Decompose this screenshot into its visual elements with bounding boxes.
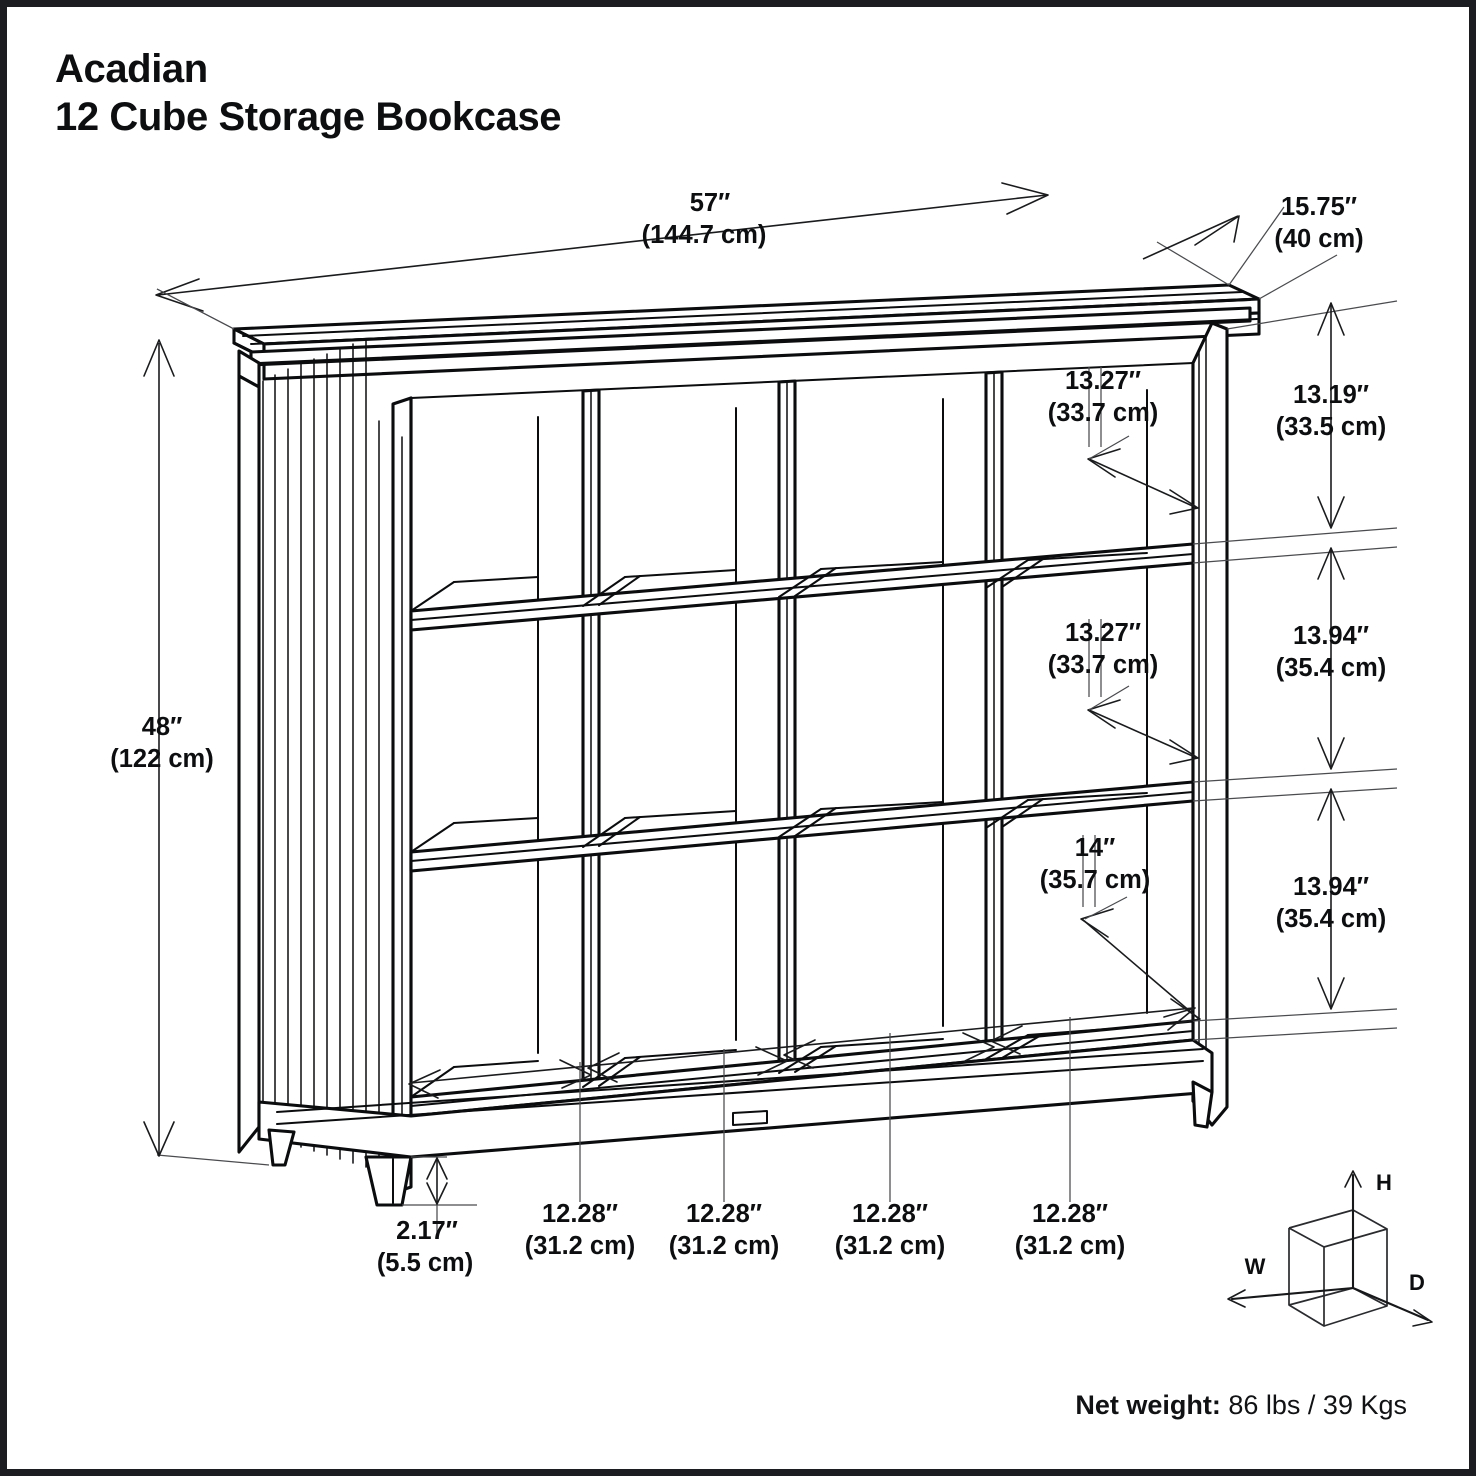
axis-label-d: D	[1409, 1270, 1425, 1295]
overall-width-imperial: 57′′	[690, 189, 731, 217]
dimension-overall-height: 48′′ (122 cm)	[110, 288, 270, 1166]
product-line-name: Acadian	[55, 47, 208, 91]
shelf3-depth-metric: (35.7 cm)	[1040, 866, 1151, 894]
net-weight-label: Net weight:	[1075, 1390, 1221, 1420]
carcass-back	[410, 361, 1195, 1103]
overall-height-imperial: 48′′	[142, 713, 183, 741]
cube4-width-metric: (31.2 cm)	[1015, 1232, 1126, 1260]
row2-height-metric: (35.4 cm)	[1276, 654, 1387, 682]
cube-vertical-dividers	[581, 370, 1004, 1089]
row1-height-imperial: 13.19′′	[1293, 381, 1369, 409]
cube2-width-imperial: 12.28′′	[686, 1200, 762, 1228]
axis-label-w: W	[1245, 1254, 1266, 1279]
overall-height-metric: (122 cm)	[110, 745, 213, 773]
row1-height-metric: (33.5 cm)	[1276, 413, 1387, 441]
base-rail	[257, 1038, 1214, 1159]
bookcase-illustration	[232, 283, 1261, 1207]
dimension-shelf-depths: 13.27′′ (33.7 cm) 13.27′′ (33.7 cm) 14′′…	[1040, 367, 1201, 1025]
net-weight-value: 86 lbs / 39 Kgs	[1220, 1390, 1407, 1420]
right-side-panel	[1191, 321, 1229, 1127]
left-side-panel	[237, 338, 413, 1195]
row3-height-imperial: 13.94′′	[1293, 873, 1369, 901]
dimension-cube-widths: 12.28′′ (31.2 cm) 12.28′′ (31.2 cm) 12.2…	[408, 1007, 1196, 1260]
technical-drawing: 57′′ (144.7 cm) 15.75′′ (40 cm) 48′′ (12…	[110, 182, 1433, 1327]
page-title: Acadian 12 Cube Storage Bookcase	[55, 45, 562, 141]
shelf1-depth-imperial: 13.27′′	[1065, 367, 1141, 395]
shelf2-depth-metric: (33.7 cm)	[1048, 651, 1159, 679]
shelf3-depth-imperial: 14′′	[1075, 834, 1116, 862]
cube1-width-metric: (31.2 cm)	[525, 1232, 636, 1260]
leg-height-imperial: 2.17′′	[396, 1217, 458, 1245]
overall-width-metric: (144.7 cm)	[642, 221, 767, 249]
overall-depth-metric: (40 cm)	[1274, 225, 1363, 253]
shelf1-depth-metric: (33.7 cm)	[1048, 399, 1159, 427]
row2-height-imperial: 13.94′′	[1293, 622, 1369, 650]
legend-cube-icon	[1288, 1209, 1388, 1327]
axis-label-h: H	[1376, 1170, 1392, 1195]
cube3-width-metric: (31.2 cm)	[835, 1232, 946, 1260]
dimension-row-heights: 13.19′′ (33.5 cm) 13.94′′ (35.4 cm) 13.9…	[1192, 300, 1398, 1041]
dimension-leg-height: 2.17′′ (5.5 cm)	[377, 1156, 477, 1277]
cube3-width-imperial: 12.28′′	[852, 1200, 928, 1228]
leg-height-metric: (5.5 cm)	[377, 1249, 473, 1277]
overall-depth-imperial: 15.75′′	[1281, 193, 1357, 221]
shelf-row1	[409, 542, 1195, 632]
cube-back-seams	[537, 389, 1148, 1054]
cube1-width-imperial: 12.28′′	[542, 1200, 618, 1228]
top-molding	[232, 306, 1261, 389]
legs	[267, 1080, 1214, 1207]
dimension-overall-width: 57′′ (144.7 cm)	[155, 182, 1230, 330]
product-title: 12 Cube Storage Bookcase	[55, 95, 562, 139]
axis-legend: H W D	[1227, 1170, 1433, 1327]
dimension-overall-depth: 15.75′′ (40 cm)	[1142, 193, 1364, 300]
cube2-width-metric: (31.2 cm)	[669, 1232, 780, 1260]
net-weight: Net weight: 86 lbs / 39 Kgs	[1075, 1390, 1407, 1421]
cube4-width-imperial: 12.28′′	[1032, 1200, 1108, 1228]
row3-height-metric: (35.4 cm)	[1276, 905, 1387, 933]
shelf2-depth-imperial: 13.27′′	[1065, 619, 1141, 647]
